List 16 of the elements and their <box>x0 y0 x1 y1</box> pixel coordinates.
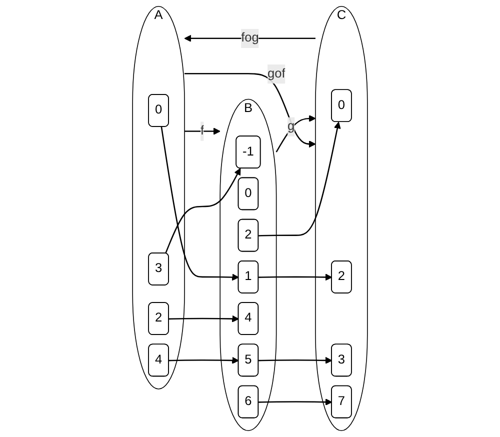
arrow <box>258 356 332 364</box>
edge-label: f <box>200 124 204 138</box>
edge-label: gof <box>268 66 286 80</box>
arrow <box>165 168 241 254</box>
arrow <box>258 398 332 406</box>
arrow <box>184 73 316 148</box>
arrow <box>258 274 332 281</box>
arrow <box>168 315 239 322</box>
edge-label: g <box>287 120 295 134</box>
arrow <box>258 122 341 236</box>
edge-label: fog <box>241 31 259 45</box>
arrow <box>276 114 316 152</box>
arrow <box>168 356 239 364</box>
arrow <box>184 34 316 42</box>
arrow <box>184 128 220 135</box>
arrow <box>160 126 239 281</box>
